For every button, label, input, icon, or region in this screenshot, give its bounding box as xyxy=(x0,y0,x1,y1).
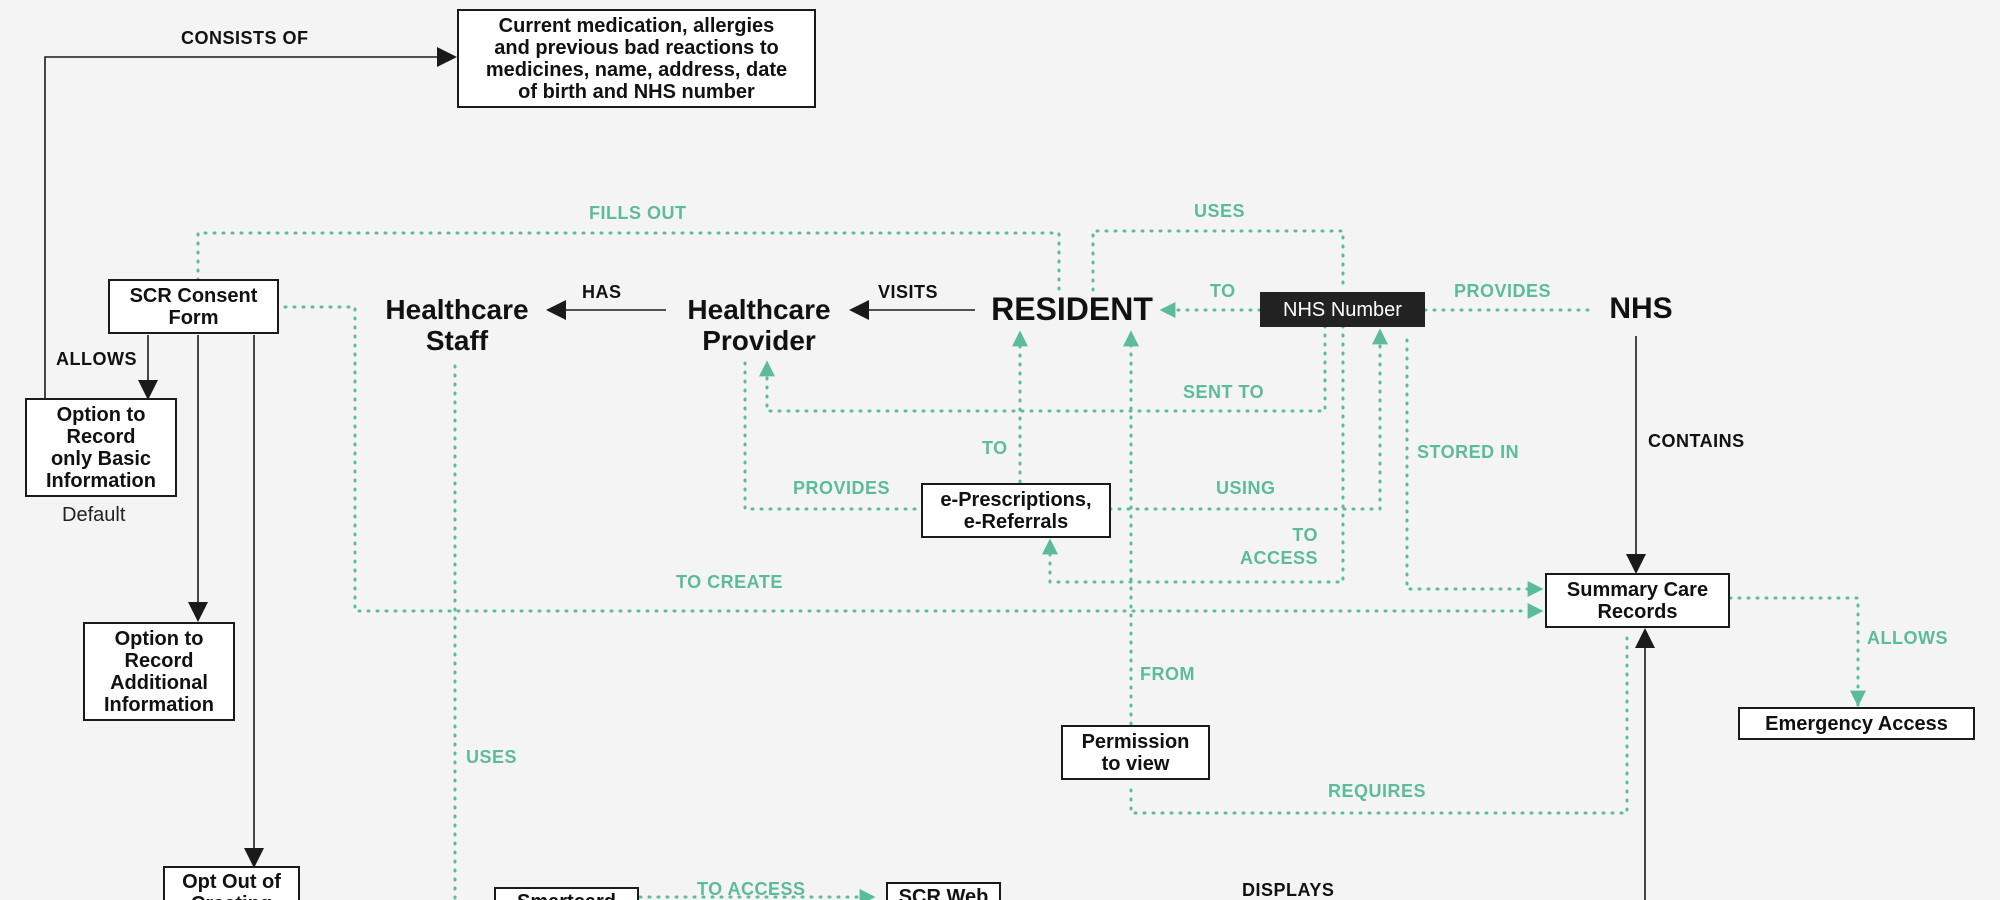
default-note: Default xyxy=(62,504,126,526)
link-to-access xyxy=(1042,324,1345,584)
scr-consent-form-box: SCR Consent Form xyxy=(108,279,279,334)
consists-of-label: CONSISTS OF xyxy=(181,28,309,48)
uses-nhs-number-label: USES xyxy=(1194,201,1246,221)
allows-option-label: ALLOWS xyxy=(56,349,137,369)
link-consists-of xyxy=(44,47,457,398)
contains-label: CONTAINS xyxy=(1648,431,1745,451)
to-create-label: TO CREATE xyxy=(676,572,783,592)
link-requires xyxy=(1129,630,1629,815)
to-eprescriptions-label: TO xyxy=(982,438,1008,458)
link-uses-nhs-number xyxy=(1091,229,1345,292)
healthcare-staff-entity: Healthcare Staff xyxy=(385,294,529,356)
from-label: FROM xyxy=(1140,664,1195,684)
to-resident-label: TO xyxy=(1210,281,1236,301)
link-using xyxy=(1108,328,1388,511)
requires-label: REQUIRES xyxy=(1328,781,1427,801)
sent-to-label: SENT TO xyxy=(1183,382,1265,402)
emergency-access-box: Emergency Access xyxy=(1738,707,1975,740)
link-allows-emergency xyxy=(1728,596,1866,707)
visits-label: VISITS xyxy=(878,282,939,302)
additional-info-option-box: Option to Record Additional Information xyxy=(83,622,235,721)
healthcare-provider-entity: Healthcare Provider xyxy=(687,294,831,356)
fills-out-label: FILLS OUT xyxy=(589,203,687,223)
basic-info-option-box: Option to Record only Basic Information xyxy=(25,398,177,497)
scr-web-box: SCR Web xyxy=(886,882,1001,900)
displays-label: DISPLAYS xyxy=(1242,880,1335,900)
provides-nhs-number-label: PROVIDES xyxy=(1454,281,1552,301)
e-prescriptions-box: e-Prescriptions, e-Referrals xyxy=(921,483,1111,538)
opt-out-box: Opt Out of Creating xyxy=(163,866,300,900)
info-contents-box: Current medication, allergies and previo… xyxy=(457,9,816,108)
smartcard-box: Smartcard xyxy=(494,887,639,900)
link-provides-eprescriptions xyxy=(743,361,922,511)
has-label: HAS xyxy=(582,282,622,302)
nhs-entity: NHS xyxy=(1609,292,1673,325)
link-sent-to xyxy=(759,324,1327,413)
link-stored-in xyxy=(1405,338,1544,597)
nhs-number-box: NHS Number xyxy=(1260,292,1425,327)
uses-smartcard-label: USES xyxy=(466,747,518,767)
permission-to-view-box: Permission to view xyxy=(1061,725,1210,780)
provides-eprescriptions-label: PROVIDES xyxy=(793,478,891,498)
using-label: USING xyxy=(1216,478,1276,498)
link-to-create xyxy=(283,305,1544,619)
stored-in-label: STORED IN xyxy=(1417,442,1520,462)
summary-care-records-box: Summary Care Records xyxy=(1545,573,1730,628)
to-access-label: TO ACCESS xyxy=(1240,525,1319,568)
to-access-web-label: TO ACCESS xyxy=(697,879,806,899)
resident-entity: RESIDENT xyxy=(991,291,1153,327)
link-fills-out xyxy=(196,231,1061,292)
allows-emergency-label: ALLOWS xyxy=(1867,628,1948,648)
